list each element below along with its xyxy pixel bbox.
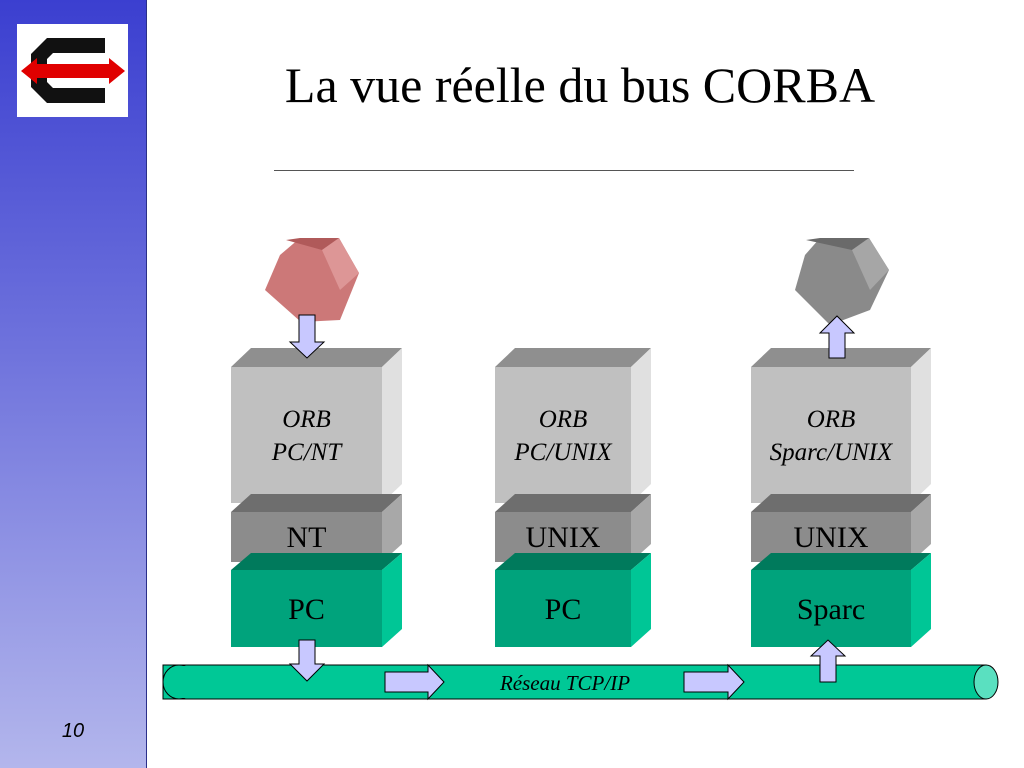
hardware-label: Sparc bbox=[796, 593, 866, 626]
title-divider bbox=[274, 170, 854, 171]
orb-label: ORB PC/NT bbox=[231, 403, 382, 469]
arrow-right-icon bbox=[683, 663, 745, 701]
orb-label-line1: ORB bbox=[806, 406, 856, 433]
stack-sparc-unix bbox=[751, 238, 931, 683]
orb-label: ORB Sparc/UNIX bbox=[751, 403, 911, 469]
orb-label: ORB PC/UNIX bbox=[495, 403, 631, 469]
arrow-down-icon bbox=[288, 639, 326, 682]
os-label: NT bbox=[286, 521, 327, 554]
page-number: 10 bbox=[61, 720, 85, 742]
network-label: Réseau TCP/IP bbox=[499, 671, 631, 695]
orb-label-line1: ORB bbox=[282, 406, 331, 433]
os-label: UNIX bbox=[793, 521, 869, 554]
orb-label-line2: Sparc/UNIX bbox=[769, 439, 893, 466]
arrow-up-icon bbox=[809, 639, 847, 683]
hardware-label: PC bbox=[288, 593, 325, 626]
arrow-down-icon bbox=[288, 314, 326, 359]
hardware-label: PC bbox=[544, 593, 582, 626]
arrow-up-icon bbox=[818, 315, 856, 359]
orb-label-line2: PC/NT bbox=[271, 439, 342, 466]
arrow-right-icon bbox=[384, 663, 445, 701]
sidebar: 10 bbox=[0, 0, 147, 768]
os-label: UNIX bbox=[525, 521, 601, 554]
slide-title: La vue réelle du bus CORBA bbox=[284, 57, 876, 113]
orb-label-line2: PC/UNIX bbox=[514, 439, 612, 466]
stack-pc-nt bbox=[231, 238, 402, 682]
orb-label-line1: ORB bbox=[538, 406, 588, 433]
stack-pc-unix bbox=[495, 348, 651, 647]
corba-logo-icon bbox=[17, 24, 128, 117]
